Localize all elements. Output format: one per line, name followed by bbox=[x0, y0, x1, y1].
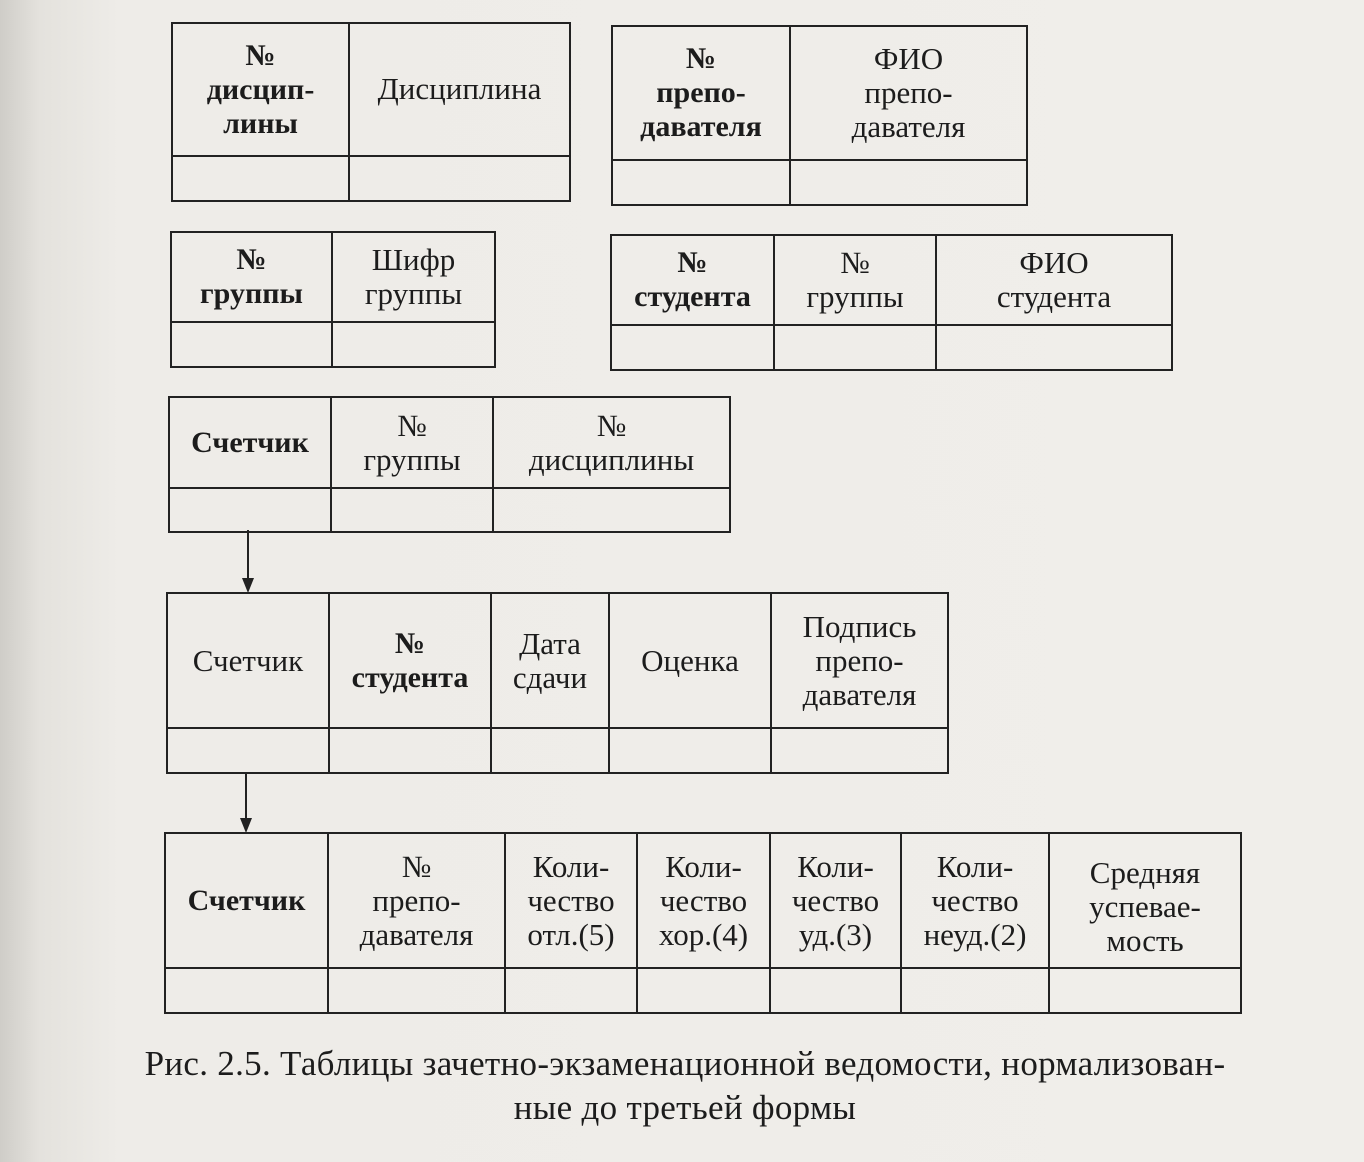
empty-cell bbox=[164, 967, 329, 1014]
header-summary-unsatisfactory: Коли- чество неуд.(2) bbox=[900, 832, 1050, 969]
table-grades: Счетчик № студента Дата сдачи Оценка Под… bbox=[166, 592, 949, 774]
empty-cell bbox=[935, 324, 1173, 371]
empty-cell bbox=[900, 967, 1050, 1014]
empty-cell bbox=[327, 967, 506, 1014]
empty-cell bbox=[610, 324, 775, 371]
empty-cell bbox=[170, 321, 333, 368]
header-teacher-number: № препо- давателя bbox=[611, 25, 791, 161]
table-disciplines: № дисцип- лины Дисциплина bbox=[171, 22, 571, 202]
header-summary-good: Коли- чество хор.(4) bbox=[636, 832, 771, 969]
header-summary-counter: Счетчик bbox=[164, 832, 329, 969]
header-summary-excellent: Коли- чество отл.(5) bbox=[504, 832, 638, 969]
empty-cell bbox=[611, 159, 791, 206]
header-grades-signature: Подпись препо- давателя bbox=[770, 592, 949, 729]
header-grades-student-number: № студента bbox=[328, 592, 492, 729]
header-discipline-number: № дисцип- лины bbox=[171, 22, 350, 157]
table-students: № студента № группы ФИО студента bbox=[610, 234, 1173, 371]
empty-cell bbox=[166, 727, 330, 774]
table-summary: Счетчик № препо- давателя Коли- чество о… bbox=[164, 832, 1242, 1014]
header-student-number: № студента bbox=[610, 234, 775, 326]
header-summary-average: Средняя успевае- мость bbox=[1048, 832, 1242, 969]
table-groups: № группы Шифр группы bbox=[170, 231, 496, 368]
header-group-number: № группы bbox=[170, 231, 333, 323]
header-counter-discipline: № дисциплины bbox=[492, 396, 731, 489]
empty-cell bbox=[490, 727, 610, 774]
header-group-code: Шифр группы bbox=[331, 231, 496, 323]
empty-cell bbox=[636, 967, 771, 1014]
header-grades-counter: Счетчик bbox=[166, 592, 330, 729]
empty-cell bbox=[504, 967, 638, 1014]
empty-cell bbox=[328, 727, 492, 774]
header-grades-mark: Оценка bbox=[608, 592, 772, 729]
empty-cell bbox=[168, 487, 332, 533]
empty-cell bbox=[769, 967, 902, 1014]
header-discipline: Дисциплина bbox=[348, 22, 571, 157]
empty-cell bbox=[348, 155, 571, 202]
empty-cell bbox=[331, 321, 496, 368]
header-grades-date: Дата сдачи bbox=[490, 592, 610, 729]
header-counter-group: № группы bbox=[330, 396, 494, 489]
empty-cell bbox=[492, 487, 731, 533]
table-counter: Счетчик № группы № дисциплины bbox=[168, 396, 731, 533]
empty-cell bbox=[773, 324, 937, 371]
header-summary-satisfactory: Коли- чество уд.(3) bbox=[769, 832, 902, 969]
arrow-counter-to-grades bbox=[242, 530, 254, 593]
header-student-name: ФИО студента bbox=[935, 234, 1173, 326]
empty-cell bbox=[608, 727, 772, 774]
arrow-grades-to-summary bbox=[240, 772, 252, 833]
header-teacher-name: ФИО препо- давателя bbox=[789, 25, 1028, 161]
table-teachers: № препо- давателя ФИО препо- давателя bbox=[611, 25, 1028, 206]
header-summary-teacher-number: № препо- давателя bbox=[327, 832, 506, 969]
header-counter: Счетчик bbox=[168, 396, 332, 489]
empty-cell bbox=[330, 487, 494, 533]
figure-caption: Рис. 2.5. Таблицы зачетно-экзаменационно… bbox=[144, 1044, 1226, 1127]
header-student-group: № группы bbox=[773, 234, 937, 326]
empty-cell bbox=[171, 155, 350, 202]
empty-cell bbox=[770, 727, 949, 774]
empty-cell bbox=[1048, 967, 1242, 1014]
empty-cell bbox=[789, 159, 1028, 206]
